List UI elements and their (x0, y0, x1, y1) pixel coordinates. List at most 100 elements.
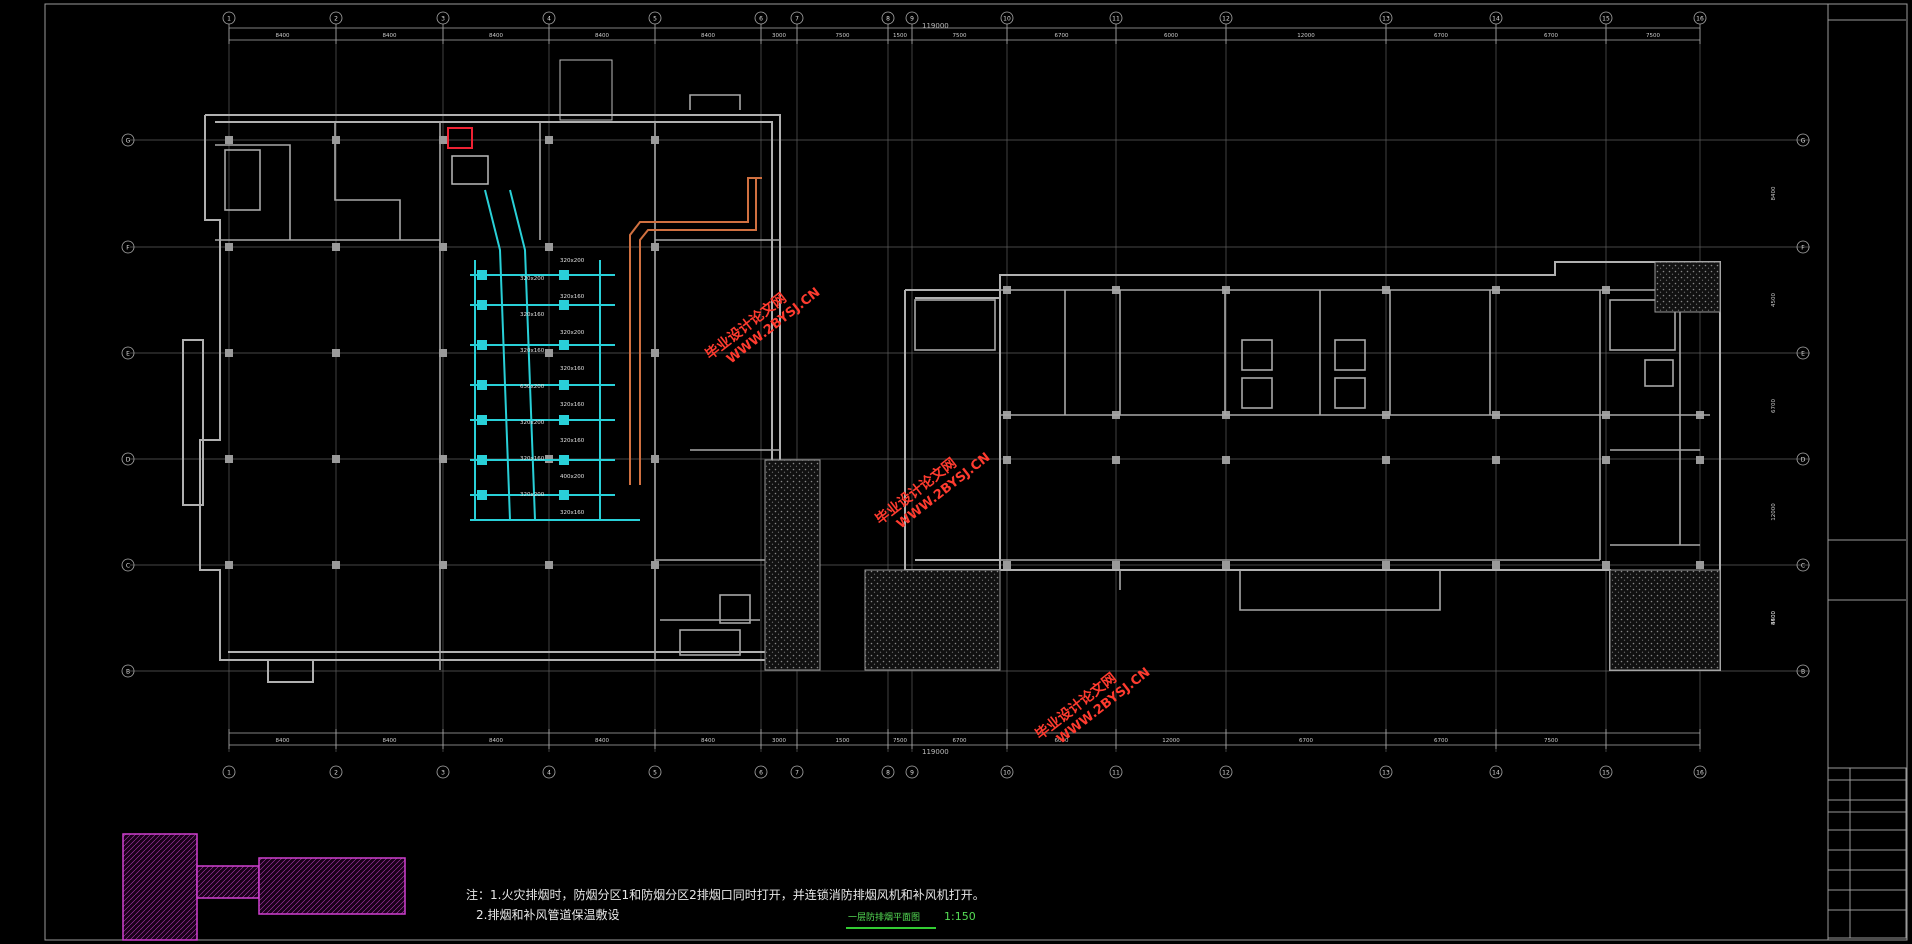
duct-diffuser (477, 270, 487, 280)
grid-bubble-row-label: B (1801, 669, 1805, 676)
column (225, 455, 233, 463)
grid-bubble-col-label: 16 (1696, 16, 1704, 23)
column (332, 455, 340, 463)
grid-bubble-col (1693, 765, 1707, 779)
grid-bubble-row-label: G (1801, 138, 1806, 145)
grid-bubble-col (1219, 765, 1233, 779)
duct-label-13: 320x200 (520, 492, 545, 498)
column (651, 349, 659, 357)
grid-bubble-col-label: 1 (227, 770, 231, 777)
axis-grid (130, 28, 1810, 752)
grid-bubble-col-label: 2 (334, 16, 338, 23)
duct-diffuser (477, 415, 487, 425)
grid-bubble-col-label: 9 (910, 770, 914, 777)
grid-bubble-col (1000, 11, 1014, 25)
title-block (1827, 19, 1907, 939)
duct-label-11: 320x160 (520, 456, 545, 462)
design-note-2: 2.排烟和补风管道保温敷设 (476, 908, 620, 922)
column (1382, 561, 1390, 569)
grid-bubble-row-label: G (126, 138, 131, 145)
grid-bubble-col-label: 4 (547, 770, 551, 777)
grid-bubble-col-label: 8 (886, 770, 890, 777)
smoke-zone-legend (122, 833, 406, 941)
grid-bubble-row-label: C (126, 563, 130, 570)
duct-label-14: 320x160 (560, 510, 585, 516)
dim-label-8: 6700 (953, 738, 967, 744)
grid-bubble-row (121, 240, 135, 254)
dim-label-13: 7500 (1544, 738, 1558, 744)
dim-label-2: 8400 (489, 738, 503, 744)
grid-bubble-col-label: 15 (1602, 770, 1610, 777)
duct-diffuser (477, 380, 487, 390)
grid-bubble-row-label: D (1801, 457, 1806, 464)
grid-bubble-col (648, 765, 662, 779)
dim-label-0: 8400 (276, 738, 290, 744)
column (439, 561, 447, 569)
duct-label-2: 320x160 (560, 294, 585, 300)
column (225, 349, 233, 357)
grid-bubble-col-label: 11 (1112, 770, 1120, 777)
column (332, 136, 340, 144)
grid-bubble-col-label: 6 (759, 16, 763, 23)
grid-bubble-row-label: C (1801, 563, 1805, 570)
grid-bubble-col-label: 14 (1492, 16, 1500, 23)
grid-bubble-col (754, 765, 768, 779)
grid-bubble-col (790, 11, 804, 25)
column (1112, 561, 1120, 569)
grid-bubble-col-label: 3 (441, 16, 445, 23)
grid-bubble-col-label: 4 (547, 16, 551, 23)
column (1003, 456, 1011, 464)
smoke-exhaust-ductwork (470, 189, 640, 521)
exhaust-duct-riser (629, 177, 762, 485)
grid-bubble-row-label: F (126, 245, 130, 252)
duct-main-trunk (484, 189, 511, 521)
west-interior-walls (215, 94, 780, 670)
grid-bubble-col (1379, 11, 1393, 25)
duct-diffuser (559, 300, 569, 310)
column (1696, 456, 1704, 464)
grid-bubble-col-label: 3 (441, 770, 445, 777)
grid-bubble-col-label: 11 (1112, 16, 1120, 23)
grid-bubble-col-label: 10 (1003, 770, 1011, 777)
grid-bubble-col-label: 5 (653, 16, 657, 23)
duct-diffuser (477, 490, 487, 500)
column (1003, 561, 1011, 569)
dim-label-8: 7500 (953, 33, 967, 39)
grid-bubble-col-label: 12 (1222, 16, 1230, 23)
grid-bubble-col (1489, 765, 1503, 779)
east-interior-walls (914, 289, 1710, 611)
grid-bubble-col (222, 765, 236, 779)
column (439, 136, 447, 144)
column (1492, 561, 1500, 569)
grid-bubble-row (1796, 346, 1810, 360)
grid-bubble-col (905, 11, 919, 25)
duct-label-12: 400x200 (560, 474, 585, 480)
dim-label-2: 8400 (489, 33, 503, 39)
grid-bubble-col (329, 765, 343, 779)
dim-label-10: 6000 (1164, 33, 1178, 39)
column (651, 561, 659, 569)
grid-bubble-col (790, 765, 804, 779)
duct-label-7: 630x200 (520, 384, 545, 390)
duct-diffuser (559, 490, 569, 500)
grid-bubble-col (905, 765, 919, 779)
dim-label-5: 3000 (772, 33, 786, 39)
grid-bubble-col-label: 6 (759, 770, 763, 777)
duct-label-1: 320x200 (520, 276, 545, 282)
duct-label-9: 320x200 (520, 420, 545, 426)
dim-label-13: 6700 (1544, 33, 1558, 39)
grid-bubble-col (1109, 11, 1123, 25)
dim-label-12: 6700 (1434, 33, 1448, 39)
grid-bubble-row (121, 452, 135, 466)
grid-bubble-col (222, 11, 236, 25)
design-note-1: 注：1.火灾排烟时，防烟分区1和防烟分区2排烟口同时打开，并连锁消防排烟风机和补… (466, 888, 985, 902)
grid-bubble-col (1379, 765, 1393, 779)
right-dim-label-3: 12000 (1771, 503, 1777, 521)
column (332, 243, 340, 251)
grid-bubble-col (1599, 11, 1613, 25)
grid-bubble-row-label: D (126, 457, 131, 464)
grid-bubble-row-label: E (126, 351, 130, 358)
duct-diffuser (559, 270, 569, 280)
duct-label-3: 320x160 (520, 312, 545, 318)
grid-bubble-col-label: 1 (227, 16, 231, 23)
